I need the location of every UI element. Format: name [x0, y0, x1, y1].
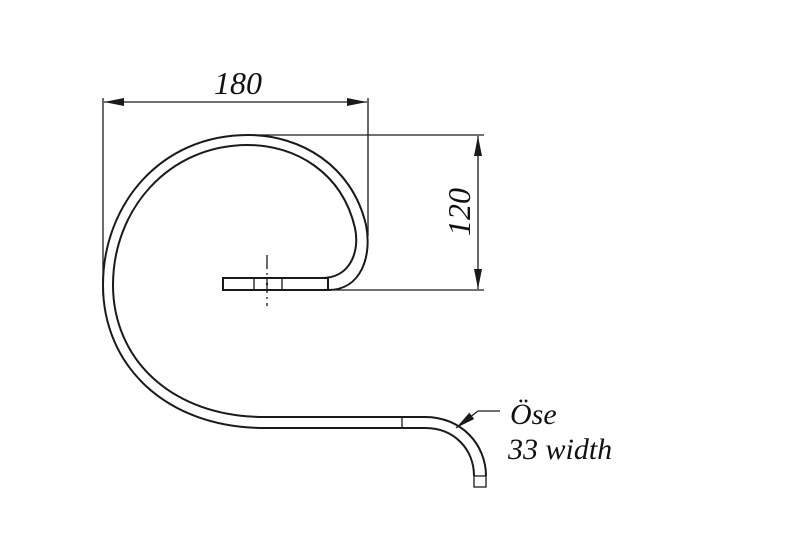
leader-arrow — [455, 410, 479, 429]
note-width: 33 width — [507, 433, 612, 466]
hole-center-dot — [265, 282, 269, 286]
height-dimension-label: 120 — [441, 188, 477, 236]
mounting-tab — [222, 277, 329, 291]
tine-outer-edge — [101, 133, 475, 477]
tine-inner-edge — [111, 143, 487, 477]
width-dimension-label: 180 — [214, 65, 262, 101]
tine-end-cap — [473, 475, 487, 488]
note-eyelet: Öse — [510, 398, 557, 431]
